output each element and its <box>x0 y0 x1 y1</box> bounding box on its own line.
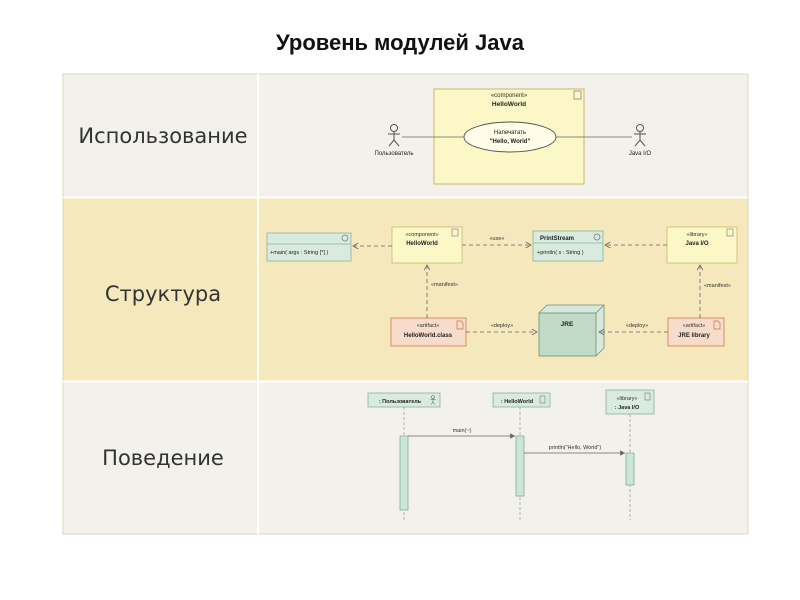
main-class-icon <box>341 234 349 242</box>
diagram-frame <box>62 73 749 535</box>
lifeline-user-actor-icon <box>430 395 436 405</box>
lifeline-user-label: : Пользователь <box>379 399 422 405</box>
main-class-box <box>266 232 352 262</box>
component-icon <box>573 90 582 100</box>
deploy-right-label: «deploy» <box>626 323 648 329</box>
printstream-icon <box>593 233 601 241</box>
actor-io-label: Java I/O <box>629 151 652 157</box>
page-title: Уровень модулей Java <box>276 30 524 55</box>
row-label-structure: Структура <box>104 282 222 306</box>
lifeline-lib-label: : Java I/O <box>615 405 640 411</box>
hw-component-box <box>391 226 463 264</box>
printstream-op: +println( s : String ) <box>537 250 584 256</box>
artifact-jre-stereotype: «artifact» <box>683 323 706 329</box>
lifeline-lib-icon <box>644 392 651 401</box>
library-box <box>666 226 738 264</box>
artifact-jre-name: JRE library <box>678 333 710 339</box>
actor-io-icon <box>634 124 646 147</box>
library-icon <box>726 228 734 237</box>
jre-node <box>538 304 605 357</box>
hw-component-icon <box>451 228 459 237</box>
library-name: Java I/O <box>685 241 708 247</box>
lifeline-hw-head <box>492 392 551 408</box>
message-println-label: println("Hello, World") <box>549 445 602 451</box>
lifeline-lib-stereotype: «library» <box>616 396 637 402</box>
usage-band <box>63 74 748 197</box>
row-label-behavior: Поведение <box>102 446 224 470</box>
use-label: «use» <box>490 236 505 242</box>
deploy-left-label: «deploy» <box>491 323 513 329</box>
artifact-jre-icon <box>713 320 721 330</box>
actor-user-icon <box>388 124 400 147</box>
lifeline-hw-label: : HelloWorld <box>501 399 533 405</box>
lifeline-hw-icon <box>539 395 546 404</box>
jre-name: JRE <box>561 321 574 328</box>
artifact-hw-icon <box>456 320 464 330</box>
printstream-box <box>532 230 604 262</box>
hw-stereotype: «component» <box>405 232 438 238</box>
manifest-right-label: «manifest» <box>704 283 731 289</box>
row-label-usage: Использование <box>78 124 248 148</box>
activation-hw <box>515 435 525 497</box>
usecase-ellipse <box>463 121 557 153</box>
actor-user-label: Пользователь <box>375 151 414 157</box>
manifest-left-label: «manifest» <box>431 282 458 288</box>
artifact-hw-stereotype: «artifact» <box>417 323 440 329</box>
main-class-op: +main( args : String [*] ) <box>270 250 328 256</box>
library-stereotype: «library» <box>686 232 707 238</box>
hw-name: HelloWorld <box>406 241 438 247</box>
component-stereotype: «component» <box>491 93 528 99</box>
activation-lib <box>625 452 635 486</box>
artifact-hw-name: HelloWorld.class <box>404 333 453 339</box>
printstream-name: PrintStream <box>540 236 574 242</box>
usecase-line1: Напечатать <box>494 130 526 136</box>
activation-user <box>399 435 409 511</box>
message-main-label: main(~) <box>453 428 472 434</box>
usecase-line2: "Hello, World" <box>490 139 531 145</box>
artifact-hw-box <box>390 317 467 347</box>
component-name: HelloWorld <box>492 101 526 108</box>
